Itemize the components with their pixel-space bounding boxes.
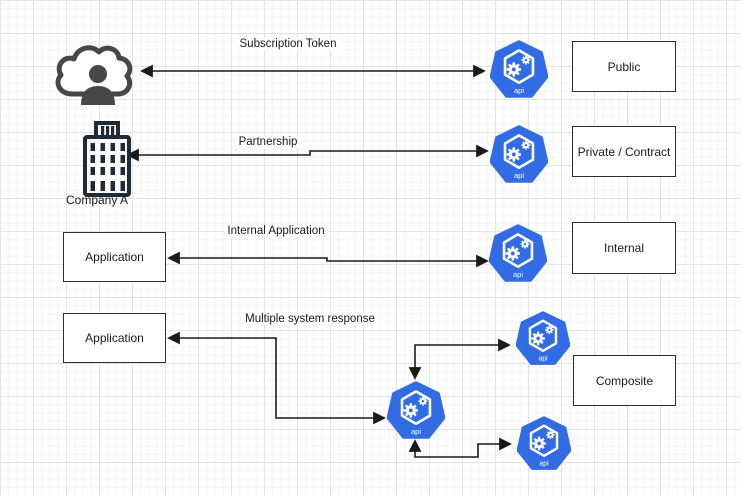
api-node-public[interactable]: [490, 40, 548, 100]
company-a-label: Company A: [65, 193, 129, 207]
application-box-top-label: Application: [85, 250, 144, 264]
internal-application-label[interactable]: Internal Application: [224, 225, 328, 237]
api-node-composite-main[interactable]: [387, 381, 445, 441]
cloud-user-icon[interactable]: [50, 36, 138, 108]
multiple-system-response-label[interactable]: Multiple system response: [242, 313, 378, 325]
api-node-internal[interactable]: [489, 224, 547, 284]
edge-partnership[interactable]: [126, 144, 489, 162]
private-contract-box-label: Private / Contract: [577, 144, 671, 159]
application-box-bottom[interactable]: Application: [63, 313, 166, 363]
partnership-label[interactable]: Partnership: [235, 136, 301, 148]
api-node-composite-lower[interactable]: [517, 416, 571, 472]
api-node-private[interactable]: [490, 125, 548, 185]
composite-box[interactable]: Composite: [573, 355, 676, 406]
private-contract-box[interactable]: Private / Contract: [572, 126, 676, 177]
edge-internal-application[interactable]: [167, 251, 489, 268]
edge-multiple-system-response[interactable]: [167, 331, 386, 425]
internal-box-label: Internal: [603, 241, 645, 255]
public-box[interactable]: Public: [572, 41, 676, 92]
composite-box-label: Composite: [595, 373, 654, 388]
application-box-bottom-label: Application: [85, 331, 144, 345]
internal-box[interactable]: Internal: [572, 222, 676, 274]
edge-composite-bottom[interactable]: [408, 437, 512, 458]
edge-composite-top[interactable]: [408, 338, 511, 380]
application-box-top[interactable]: Application: [63, 232, 166, 282]
building-icon[interactable]: [78, 120, 136, 200]
public-box-label: Public: [607, 59, 641, 74]
api-node-composite-upper[interactable]: [516, 311, 570, 367]
subscription-token-label[interactable]: Subscription Token: [236, 38, 340, 50]
